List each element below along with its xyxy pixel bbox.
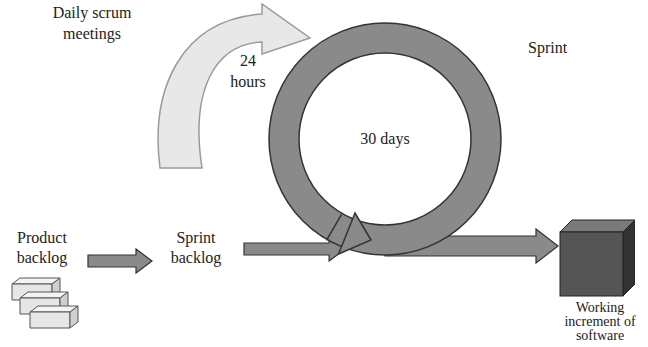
cycle-duration: 24 hours [226,50,270,92]
node-label: Product backlog [4,228,80,268]
flow-arrow [88,249,152,273]
sprint-cycle-ring: Sprint30 days [268,22,502,256]
ring-outer-edge [269,23,501,255]
backlog-item: Sprint backlog [158,228,234,268]
ring-heading: Sprint [528,38,567,58]
ring-arrowhead [339,213,372,254]
node-label: Working increment of software [555,301,645,343]
node-label: Sprint backlog [158,228,234,268]
ring-seam [327,214,342,240]
cycle-label: Daily scrum meetings [42,2,142,44]
backlog-item: Product backlog [4,228,80,268]
cube-shape [555,214,635,298]
software-increment-cube: Working increment of software [555,214,645,343]
backlog-boxes-icon [12,278,78,328]
ring-duration: 30 days [268,129,502,149]
